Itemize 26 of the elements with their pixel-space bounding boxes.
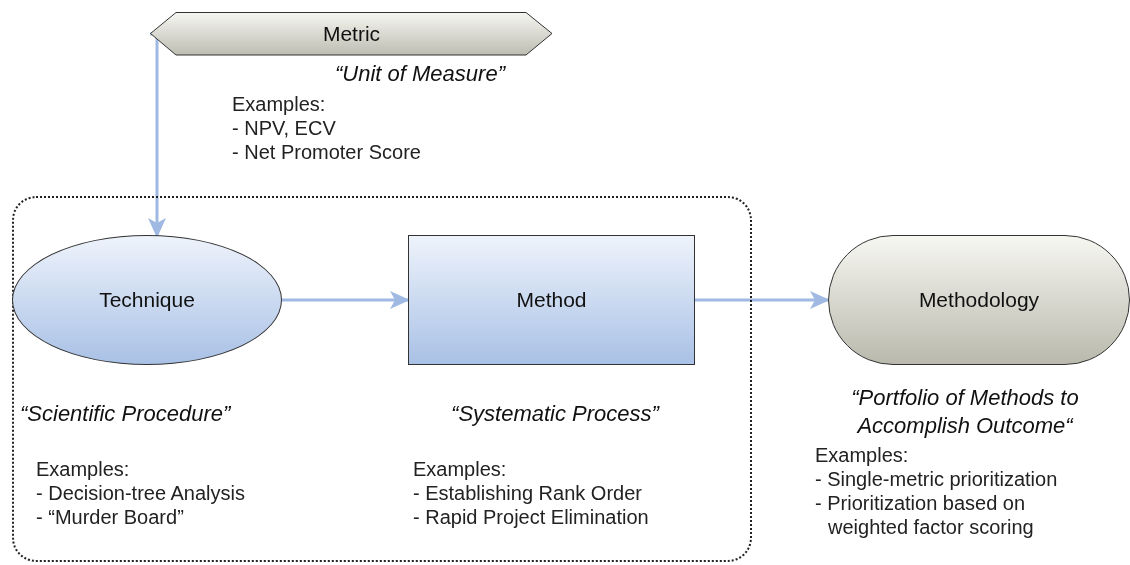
node-label: Technique [99,288,195,312]
arrow [695,291,830,309]
examples-heading: Examples: [232,92,326,116]
examples-heading: Examples: [413,457,507,481]
example-item: - Establishing Rank Order [413,481,642,505]
arrow [282,291,410,309]
methodology-pill [828,235,1130,365]
definition-caption: “Systematic Process” [450,400,661,428]
example-item: - Prioritization based on weighted factor scoring [815,491,1035,539]
node-label: Metric [322,22,381,46]
definition-caption: “Portfolio of Methods to Accomplish Outcome“ [850,384,1080,440]
examples-heading: Examples: [815,443,909,467]
metric-hexagon [150,12,553,56]
example-item: - Rapid Project Elimination [413,505,649,529]
dashed-group-frame [12,196,752,562]
node-label: Methodology [918,288,1040,312]
example-item: - “Murder Board” [36,505,184,529]
examples-heading: Examples: [36,457,130,481]
node-label: Method [516,288,587,312]
example-item: - Single-metric prioritization [815,467,1058,491]
definition-caption: “Scientific Procedure” [20,400,232,428]
method-box [408,235,695,365]
example-item: - Net Promoter Score [232,140,421,164]
example-item: - NPV, ECV [232,116,336,140]
definition-caption: “Unit of Measure” [334,60,507,88]
example-item: - Decision-tree Analysis [36,481,245,505]
